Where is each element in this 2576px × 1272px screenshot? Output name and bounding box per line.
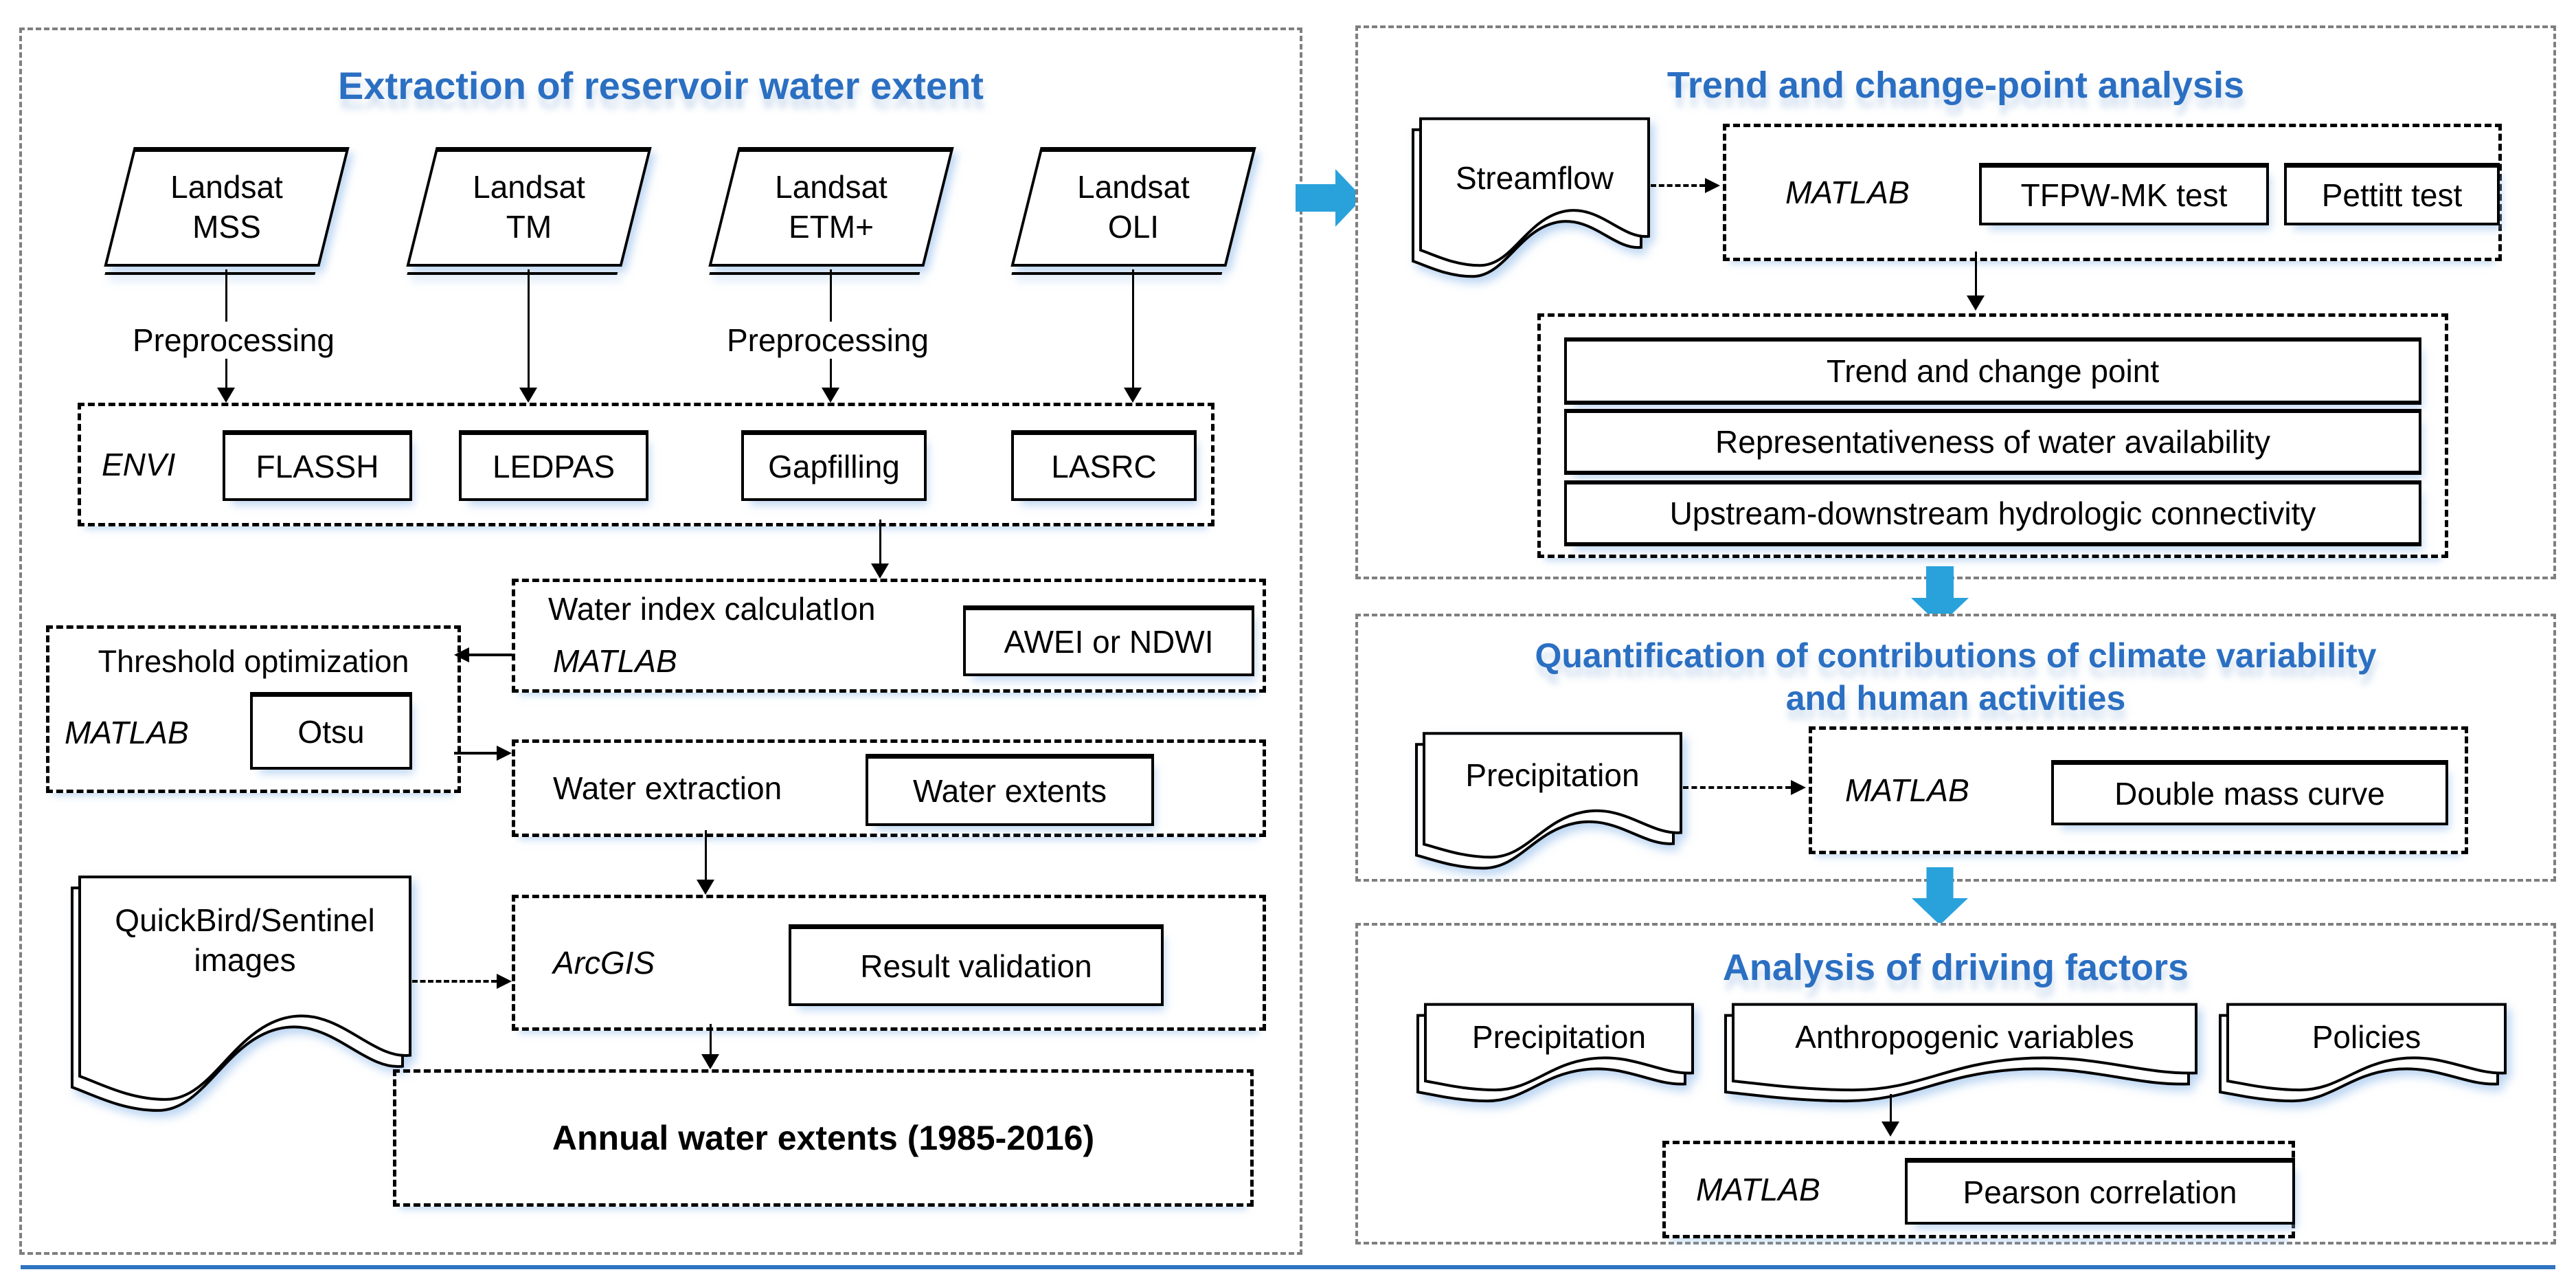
arrow-anthropogenic-to-matlab	[1882, 1094, 1899, 1137]
group-annual-water-extents: Annual water extents (1985-2016)	[393, 1069, 1254, 1207]
arrow-threshold-to-extraction	[454, 746, 512, 761]
group-double-mass: MATLAB Double mass curve	[1809, 726, 2468, 854]
arrow-tm-to-envi	[519, 269, 537, 403]
document-streamflow: Streamflow	[1412, 115, 1651, 284]
box-lasrc: LASRC	[1011, 430, 1197, 501]
threshold-label: Threshold optimization	[98, 644, 409, 679]
arrow-oli-to-envi	[1124, 269, 1142, 403]
box-double-mass-curve: Double mass curve	[2051, 760, 2448, 825]
tool-matlab-threshold: MATLAB	[65, 715, 189, 750]
node-label: OLI	[1107, 209, 1160, 245]
tool-envi: ENVI	[102, 447, 176, 482]
tool-arcgis: ArcGIS	[553, 945, 655, 981]
panel-driving-title: Analysis of driving factors	[1722, 947, 2189, 988]
doc-label: Policies	[2312, 1019, 2421, 1055]
node-label: MSS	[192, 209, 261, 245]
node-label: Landsat	[473, 169, 585, 205]
document-precipitation-driving: Precipitation	[1416, 1002, 1695, 1106]
group-trend-tests: MATLAB TFPW-MK test Pettitt test	[1723, 124, 2502, 261]
group-pearson: MATLAB Pearson correlation	[1662, 1141, 2295, 1238]
arrow-validation-to-annual	[701, 1024, 719, 1069]
result-hydrologic-connectivity: Upstream-downstream hydrologic connectiv…	[1564, 480, 2421, 546]
panel-driving-factors: Analysis of driving factors MATLAB Pears…	[1355, 923, 2556, 1245]
arrow-tests-to-results	[1967, 252, 1985, 311]
panel-trend-title: Trend and change-point analysis	[1667, 65, 2245, 106]
box-result-validation: Result validation	[789, 924, 1164, 1006]
node-label: TM	[506, 209, 552, 245]
box-awei-ndwi: AWEI or NDWI	[963, 605, 1254, 676]
box-water-extents: Water extents	[866, 754, 1154, 826]
bottom-border-line	[21, 1265, 2555, 1269]
tool-matlab-waterindex: MATLAB	[553, 643, 677, 679]
blue-down-arrow-icon	[1911, 566, 1969, 625]
box-otsu: Otsu	[250, 692, 412, 770]
document-policies: Policies	[2219, 1002, 2507, 1106]
document-anthropogenic: Anthropogenic variables	[1724, 1002, 2198, 1106]
group-preprocessing-tools: ENVI FLASSH LEDPAS Gapfilling LASRC	[78, 403, 1214, 526]
arrow-quickbird-to-validation	[412, 974, 512, 989]
box-flassh: FLASSH	[223, 430, 412, 501]
node-label: ETM+	[789, 209, 874, 245]
box-ledpas: LEDPAS	[459, 430, 648, 501]
panel-extraction-title: Extraction of reservoir water extent	[338, 64, 984, 107]
panel-quantification-title-line1: Quantification of contributions of clima…	[1535, 636, 2377, 675]
document-precipitation: Precipitation	[1415, 730, 1683, 875]
panel-quantification-title-line2: and human activities	[1785, 679, 2126, 717]
arrow-waterindex-to-threshold	[454, 647, 512, 662]
annual-result-label: Annual water extents (1985-2016)	[552, 1119, 1095, 1157]
tool-matlab-quantification: MATLAB	[1845, 772, 1969, 808]
box-gapfilling: Gapfilling	[741, 430, 927, 501]
doc-label: Anthropogenic variables	[1795, 1019, 2134, 1055]
doc-label: Precipitation	[1471, 1019, 1647, 1055]
doc-label: Streamflow	[1455, 160, 1614, 196]
doc-label: Precipitation	[1465, 757, 1640, 793]
panel-trend: Trend and change-point analysis MATLAB T…	[1355, 25, 2556, 579]
doc-label-line2: images	[194, 942, 296, 978]
document-quickbird: QuickBird/Sentinel images	[71, 873, 412, 1120]
water-index-label: Water index calculatIon	[548, 591, 876, 627]
water-extraction-label: Water extraction	[553, 770, 782, 806]
blue-down-arrow-icon	[1911, 867, 1969, 926]
preprocessing-label-left: Preprocessing	[82, 322, 385, 359]
group-trend-results: Trend and change point Representativenes…	[1537, 313, 2448, 558]
doc-label-line1: QuickBird/Sentinel	[115, 902, 375, 938]
arrow-envi-to-waterindex	[871, 520, 889, 579]
preprocessing-label-right: Preprocessing	[677, 322, 979, 359]
result-representativeness: Representativeness of water availability	[1564, 409, 2421, 475]
group-threshold-optimization: Threshold optimization MATLAB Otsu	[46, 625, 461, 793]
box-pearson-correlation: Pearson correlation	[1905, 1158, 2295, 1225]
tool-matlab-trend: MATLAB	[1785, 175, 1910, 210]
result-trend-change-point: Trend and change point	[1564, 337, 2421, 405]
arrow-streamflow-to-matlab	[1651, 178, 1720, 193]
tool-matlab-driving: MATLAB	[1696, 1172, 1820, 1207]
node-label: Landsat	[775, 169, 888, 205]
blue-right-arrow-icon	[1296, 169, 1363, 227]
box-pettitt-test: Pettitt test	[2284, 163, 2500, 225]
node-label: Landsat	[170, 169, 283, 205]
arrow-precipitation-to-matlab	[1683, 780, 1806, 795]
node-label: Landsat	[1077, 169, 1190, 205]
group-result-validation: ArcGIS Result validation	[512, 895, 1266, 1031]
box-tfpw-mk-test: TFPW-MK test	[1979, 163, 2269, 225]
group-water-extraction: Water extraction Water extents	[512, 739, 1266, 837]
arrow-extraction-to-validation	[697, 830, 714, 895]
group-water-index: Water index calculatIon MATLAB AWEI or N…	[512, 579, 1266, 693]
